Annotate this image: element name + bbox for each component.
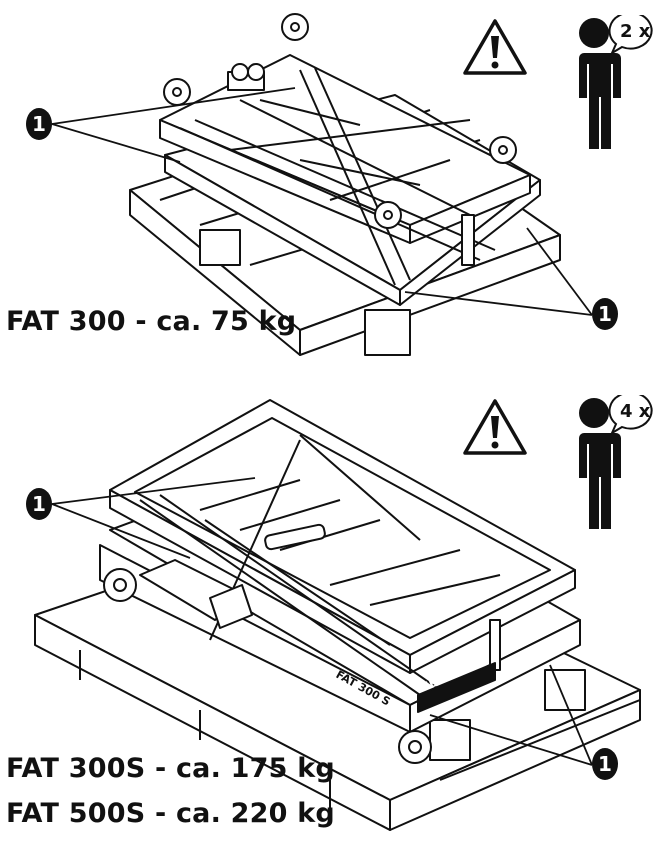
callout-marker: 1 — [592, 298, 618, 330]
fat-300s-table-drawing — [34, 399, 641, 831]
person-icon — [572, 15, 653, 149]
callout-marker: 1 — [26, 488, 52, 520]
callout-marker: 1 — [26, 108, 52, 140]
fat-300-table-drawing — [51, 13, 593, 356]
weight-label-fat-300s: FAT 300S - ca. 175 kg — [6, 753, 335, 784]
warning-triangle-icon — [463, 399, 527, 455]
person-count: 2 x — [620, 21, 651, 42]
callout-marker: 1 — [592, 748, 618, 780]
warning-triangle-icon — [463, 19, 527, 75]
person-count: 4 x — [620, 401, 651, 422]
bottom-panel: 1 1 FAT 300 S FELDER 4 x FAT 300S - ca. … — [0, 380, 654, 845]
top-panel: 1 1 2 x FAT 300 - ca. 75 kg — [0, 0, 654, 380]
weight-label-fat-500s: FAT 500S - ca. 220 kg — [6, 798, 335, 829]
weight-label-fat-300: FAT 300 - ca. 75 kg — [6, 306, 297, 337]
person-icon — [572, 395, 653, 529]
